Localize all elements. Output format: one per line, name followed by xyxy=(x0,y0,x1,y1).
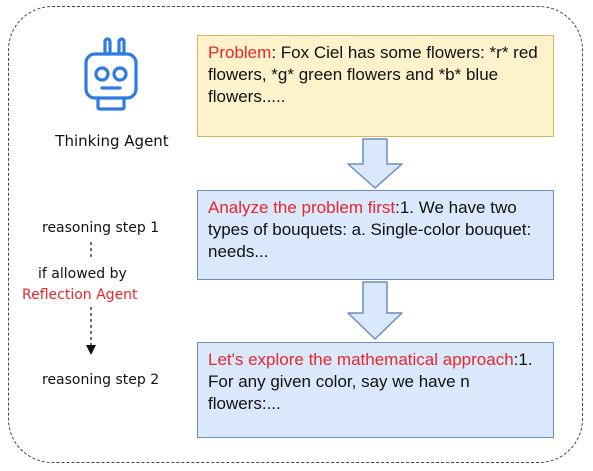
step1-prefix: Analyze the problem first xyxy=(208,198,396,217)
step1-text: :1. We have two types of bouquets: a. Si… xyxy=(208,198,532,261)
problem-text: : Fox Ciel has some flowers: *r* red flo… xyxy=(208,43,538,106)
problem-prefix: Problem xyxy=(208,43,272,62)
reasoning-step-2-label: reasoning step 2 xyxy=(42,372,160,388)
down-arrow-icon xyxy=(347,138,403,189)
reasoning-step-1-label: reasoning step 1 xyxy=(42,220,160,236)
reflection-agent-label: Reflection Agent xyxy=(22,287,138,303)
robot-icon xyxy=(84,37,138,111)
dashed-connector xyxy=(90,242,92,260)
dashed-down-arrow xyxy=(86,307,96,355)
dashed-frame xyxy=(8,6,583,463)
reasoning-step-2-box: Let's explore the mathematical approach:… xyxy=(197,342,554,438)
step2-prefix: Let's explore the mathematical approach xyxy=(208,350,514,369)
thinking-agent-label: Thinking Agent xyxy=(55,132,169,150)
reasoning-step-1-box: Analyze the problem first:1. We have two… xyxy=(197,190,554,280)
problem-box: Problem: Fox Ciel has some flowers: *r* … xyxy=(197,35,554,137)
if-allowed-by-label: if allowed by xyxy=(38,266,127,282)
step2-text: :1. For any given color, say we have n f… xyxy=(208,350,533,413)
down-arrow-icon xyxy=(347,281,403,340)
